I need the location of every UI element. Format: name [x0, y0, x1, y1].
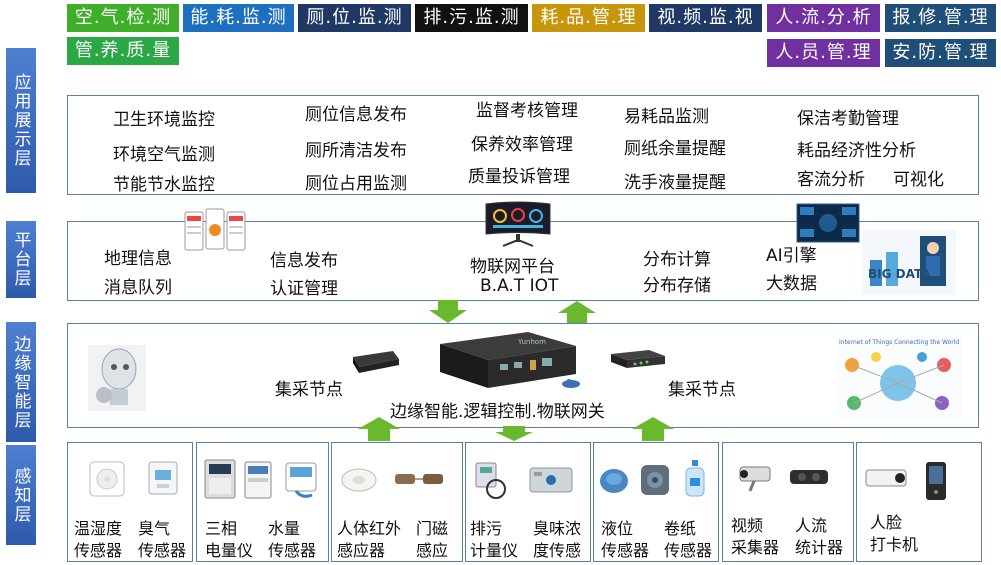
- edge-collector-node-right: 集采节点: [668, 380, 736, 400]
- app-item-maintenance-efficiency: 保养效率管理: [471, 135, 573, 155]
- app-item-stall-occupancy: 厕位占用监测: [305, 174, 407, 194]
- face-terminal-icon: [924, 460, 948, 502]
- tag-consumables-management[interactable]: 耗.品.管.理: [532, 4, 645, 32]
- tag-maintenance-quality[interactable]: 管.养.质.量: [67, 37, 179, 65]
- sensor-label-water-meter: 水量传感器: [268, 519, 317, 560]
- pir-sensor-icon: [340, 466, 378, 494]
- platform-item-auth-management: 认证管理: [270, 279, 338, 299]
- platform-item-iot-platform: 物联网平台: [470, 257, 555, 277]
- sensor-label-liquid-level: 液位传感器: [601, 519, 650, 560]
- water-meter-icon: [282, 459, 322, 499]
- platform-item-ai-engine: AI引擎: [766, 246, 817, 266]
- arrow-down-to-edge: [429, 300, 467, 323]
- tag-video-surveillance[interactable]: 视.频.监.视: [649, 4, 762, 32]
- sensor-label-video: 视频采集器: [731, 516, 780, 557]
- three-phase-meter-icon: [203, 458, 237, 500]
- soap-dispenser-icon: [682, 458, 708, 498]
- bullet-camera-icon: [864, 466, 908, 492]
- platform-item-info-publish: 信息发布: [270, 251, 338, 271]
- people-counter-icon: [788, 464, 830, 492]
- app-item-tissue-reminder: 厕纸余量提醒: [624, 139, 726, 159]
- tag-security-management[interactable]: 安.防.管.理: [885, 39, 996, 67]
- edge-gateway-device-icon: Yunhom: [438, 330, 578, 392]
- tag-sewage-monitoring[interactable]: 排.污.监.测: [415, 4, 528, 32]
- odor-concentration-sensor-icon: [528, 462, 574, 498]
- sensor-group-occupancy: [331, 442, 463, 562]
- platform-item-big-data: 大数据: [766, 274, 817, 294]
- big-data-label: BIG DATA: [868, 267, 931, 281]
- app-item-consumable-economy: 耗品经济性分析: [797, 141, 916, 161]
- big-screen-monitor-icon: [796, 203, 860, 243]
- humidity-sensor-icon: [88, 460, 126, 498]
- platform-item-geo-info: 地理信息: [104, 249, 172, 269]
- app-item-energy-water-monitoring: 节能节水监控: [113, 175, 215, 195]
- layer-tag-platform: 平台层: [6, 221, 36, 298]
- platform-item-distributed-storage: 分布存储: [643, 276, 711, 296]
- app-item-visualization: 可视化: [893, 170, 944, 190]
- layer-tag-sensing: 感知层: [6, 445, 36, 545]
- sensor-label-humidity: 温湿度传感器: [74, 519, 123, 560]
- arrow-up-left: [358, 417, 400, 441]
- sensor-label-pir: 人体红外感应器: [337, 519, 402, 560]
- app-item-hygiene-monitoring: 卫生环境监控: [113, 110, 215, 130]
- collector-node-left-icon: [349, 349, 401, 375]
- arrow-up-to-platform: [558, 301, 596, 323]
- door-magnet-sensor-icon: [393, 464, 445, 494]
- iot-banner-text: Internet of Things Connecting the World: [839, 339, 959, 346]
- app-item-soap-reminder: 洗手液量提醒: [624, 173, 726, 193]
- app-item-cleaning-attendance: 保洁考勤管理: [797, 109, 899, 129]
- app-item-consumables-monitoring: 易耗品监测: [624, 107, 709, 127]
- tag-people-flow-analysis[interactable]: 人.流.分.析: [767, 4, 880, 32]
- sensor-label-people-counter: 人流统计器: [795, 516, 844, 557]
- platform-item-distributed-computing: 分布计算: [643, 250, 711, 270]
- sewage-meter-icon: [472, 459, 514, 501]
- sensor-label-three-phase-meter: 三相电量仪: [205, 519, 254, 560]
- dashboard-monitor-icon: [483, 200, 553, 250]
- arrow-down-center: [495, 426, 533, 441]
- arrow-up-right: [632, 417, 674, 441]
- app-item-supervision-assessment: 监督考核管理: [476, 101, 578, 121]
- iot-illustration-icon: Internet of Things Connecting the World: [836, 335, 962, 419]
- electricity-meter-icon: [243, 460, 273, 500]
- robot-head-icon: [88, 345, 146, 411]
- app-item-complaint-management: 质量投诉管理: [468, 167, 570, 187]
- app-item-air-monitoring: 环境空气监测: [113, 145, 215, 165]
- layer-tag-application: 应用展示层: [6, 48, 36, 193]
- layer-tag-edge: 边缘智能层: [6, 322, 36, 442]
- big-data-illustration-icon: BIG DATA: [862, 230, 956, 295]
- app-item-cleaning-publish: 厕所清洁发布: [305, 141, 407, 161]
- sensor-label-tissue-roll: 卷纸传感器: [664, 519, 713, 560]
- cloud-logo-icon: [561, 374, 581, 388]
- app-item-stall-info-publish: 厕位信息发布: [305, 105, 407, 125]
- application-panel: [67, 95, 979, 195]
- tag-stall-monitoring[interactable]: 厕.位.监.测: [298, 4, 411, 32]
- sensor-label-face-terminal: 人脸打卡机: [870, 513, 919, 554]
- sensor-group-face: [856, 442, 982, 562]
- collector-node-right-icon: [609, 348, 667, 370]
- edge-collector-node-left: 集采节点: [275, 380, 343, 400]
- tissue-roll-sensor-icon: [638, 462, 672, 498]
- tag-repair-management[interactable]: 报.修.管.理: [885, 4, 996, 32]
- sensor-group-sewage: [465, 442, 591, 562]
- app-item-passenger-analysis: 客流分析: [797, 170, 865, 190]
- gateway-brand-label: Yunhom: [517, 338, 546, 346]
- tag-staff-management[interactable]: 人.员.管.理: [767, 39, 880, 67]
- sensor-label-sewage-meter: 排污计量仪: [470, 519, 519, 560]
- sensor-group-video: [722, 442, 854, 562]
- tag-energy-monitoring[interactable]: 能.耗.监.测: [183, 4, 294, 32]
- sensor-label-odor: 臭气传感器: [138, 519, 187, 560]
- mobile-app-screens-icon: [184, 208, 246, 253]
- liquid-level-sensor-icon: [598, 466, 630, 496]
- sensor-label-odor-concentration: 臭味浓度传感: [533, 519, 582, 560]
- edge-gateway-label: 边缘智能.逻辑控制.物联网关: [390, 402, 605, 422]
- platform-item-bat-iot: B.A.T IOT: [480, 276, 559, 296]
- platform-item-message-queue: 消息队列: [104, 278, 172, 298]
- tag-air-detection[interactable]: 空.气.检.测: [67, 4, 179, 32]
- odor-sensor-icon: [145, 458, 181, 498]
- sensor-label-door-magnet: 门磁感应: [416, 519, 449, 560]
- video-camera-icon: [730, 463, 772, 493]
